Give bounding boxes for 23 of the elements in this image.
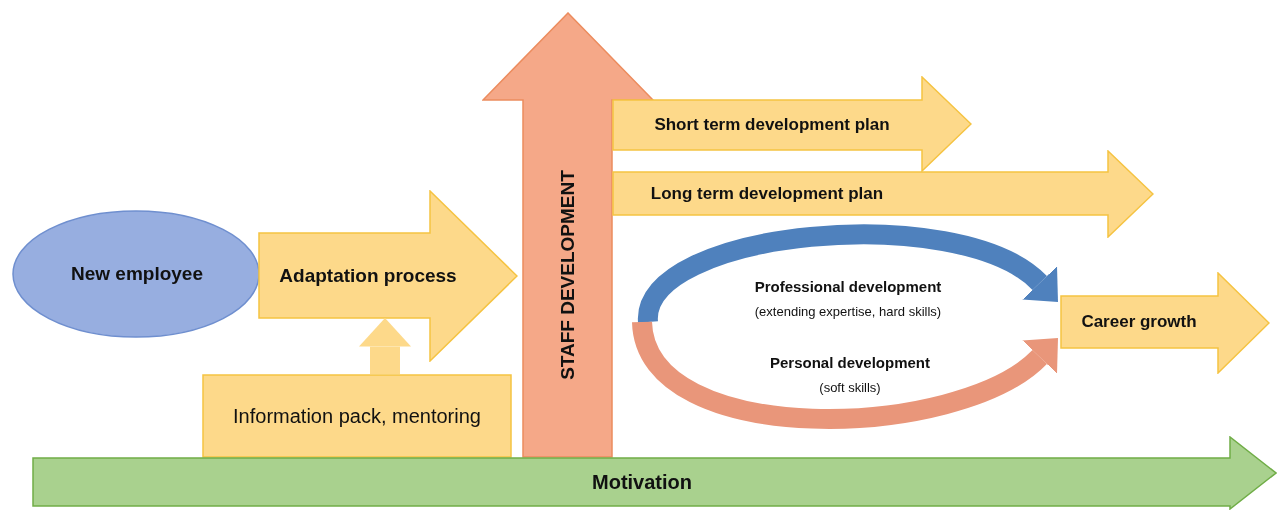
description-text: (soft skills)	[818, 380, 882, 395]
arrow-shape	[482, 12, 654, 458]
arrow	[638, 224, 1061, 325]
arrow-shape	[1060, 272, 1270, 374]
section-heading: Personal development	[768, 354, 932, 371]
callout-box	[202, 374, 512, 458]
node-title: Motivation	[592, 470, 692, 494]
node-title: Information pack, mentoring	[233, 404, 481, 428]
arrow-shape	[32, 436, 1277, 510]
arrow-shape	[612, 76, 972, 172]
arrow-shape	[258, 190, 518, 362]
ellipse-node	[12, 210, 260, 338]
arrow-shape	[612, 150, 1154, 238]
description-text: (extending expertise, hard skills)	[753, 304, 943, 319]
section-heading: Professional development	[753, 278, 943, 295]
node-title: Adaptation process	[279, 264, 457, 287]
node-title: New employee	[71, 263, 203, 285]
node-title: Long term development plan	[650, 183, 884, 204]
arrow	[359, 318, 411, 374]
arrow	[632, 319, 1061, 429]
node-title: Short term development plan	[654, 115, 890, 135]
node-title: Career growth	[1081, 312, 1197, 332]
node-title: STAFF DEVELOPMENT	[556, 170, 579, 380]
